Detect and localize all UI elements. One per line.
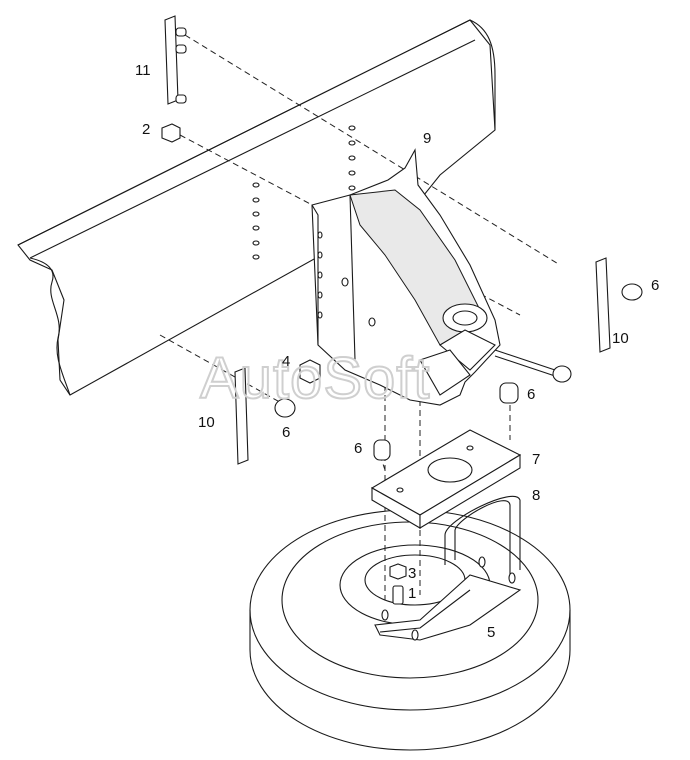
cap-nut-6-right-top: [621, 283, 643, 301]
nut-3: [389, 563, 407, 580]
label-part-11: 11: [135, 62, 151, 79]
label-part-6-right: 6: [651, 277, 659, 294]
label-part-2: 2: [142, 121, 150, 138]
label-part-6-left: 6: [282, 424, 290, 441]
bracket-9: [311, 148, 501, 406]
label-part-7: 7: [532, 451, 540, 468]
label-part-6-lower: 6: [354, 440, 362, 457]
label-part-8: 8: [532, 487, 540, 504]
spare-wheel: [249, 509, 571, 751]
label-part-4: 4: [282, 353, 290, 370]
label-part-9: 9: [423, 130, 431, 147]
u-bolt-8: [444, 495, 521, 575]
label-part-1: 1: [408, 585, 416, 602]
label-part-5: 5: [487, 624, 495, 641]
clamp-bar-5: [374, 556, 522, 641]
label-part-10-left: 10: [198, 414, 215, 431]
label-part-3: 3: [408, 565, 416, 582]
label-part-10-right: 10: [612, 330, 629, 347]
cap-nut-6-left: [274, 398, 296, 418]
frame-rail: [17, 19, 496, 396]
bolt-2: [161, 123, 181, 143]
cap-nut-6-plate: [499, 382, 519, 404]
plate-7: [370, 429, 522, 529]
pin: [494, 349, 572, 383]
nut-4: [299, 359, 321, 384]
cap-nut-6-lower: [373, 439, 391, 461]
strip-10-right: [595, 257, 611, 353]
strip-10-left: [234, 367, 249, 465]
frame-holes: [252, 125, 356, 260]
strip-11: [164, 15, 187, 105]
label-part-6-plate: 6: [527, 386, 535, 403]
watermark: AutoSoft: [200, 346, 430, 411]
bolt-1: [392, 585, 404, 605]
